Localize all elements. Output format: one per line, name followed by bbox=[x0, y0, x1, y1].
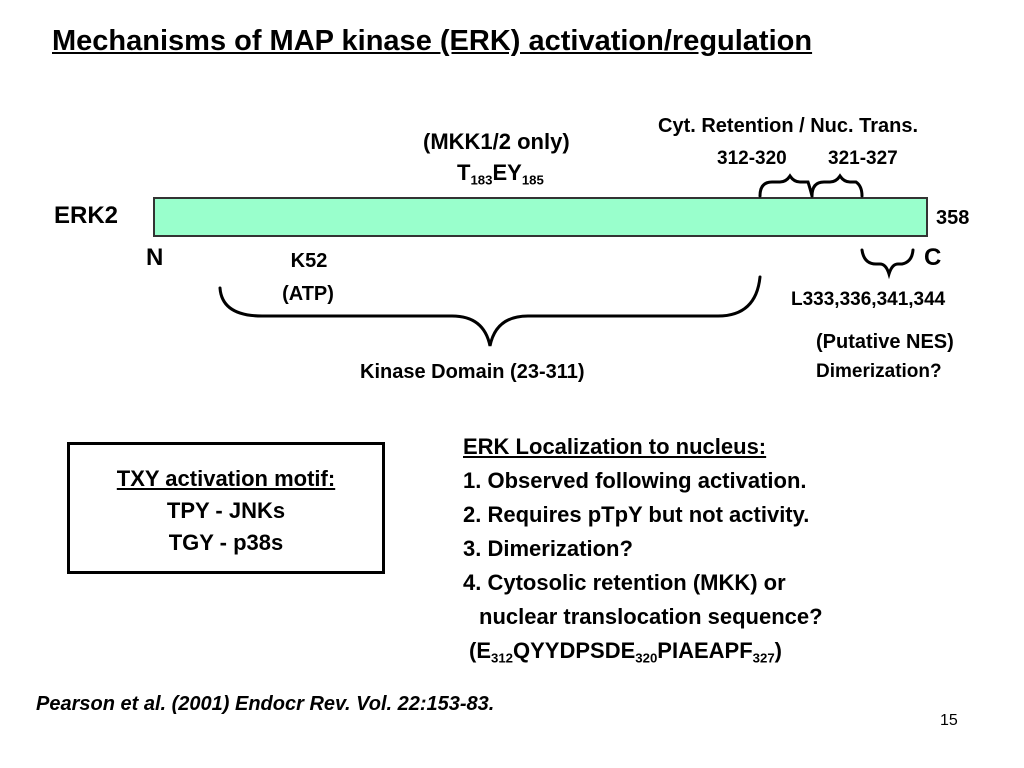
range-321-327-label: 321-327 bbox=[828, 148, 898, 169]
atp-label: (ATP) bbox=[282, 283, 334, 305]
seq-end: PIAEAPF bbox=[657, 638, 753, 663]
citation: Pearson et al. (2001) Endocr Rev. Vol. 2… bbox=[36, 693, 495, 715]
seq-sub-320: 320 bbox=[635, 650, 658, 666]
localization-item-1: 1. Observed following activation. bbox=[463, 468, 807, 493]
range-312-320-brace bbox=[758, 173, 814, 198]
range-312-320-label: 312-320 bbox=[717, 148, 787, 169]
c-terminus-label: C bbox=[924, 244, 942, 271]
localization-heading: ERK Localization to nucleus: bbox=[463, 434, 767, 459]
txy-box-heading: TXY activation motif: bbox=[116, 466, 336, 491]
txy-box-line-p38: TGY - p38s bbox=[168, 530, 284, 555]
erk2-protein-bar bbox=[153, 197, 928, 237]
localization-list: ERK Localization to nucleus: 1. Observed… bbox=[463, 430, 823, 668]
localization-item-3: 3. Dimerization? bbox=[463, 536, 633, 561]
seq-sub-327: 327 bbox=[752, 650, 775, 666]
putative-nes-label: (Putative NES) bbox=[816, 331, 954, 353]
t183ey185-motif: T183EY185 bbox=[457, 160, 544, 188]
page-number: 15 bbox=[940, 712, 958, 729]
cyt-retention-label: Cyt. Retention / Nuc. Trans. bbox=[658, 115, 919, 137]
txy-box-line-jnk: TPY - JNKs bbox=[166, 498, 286, 523]
k52-label: K52 bbox=[290, 250, 328, 272]
protein-name-label: ERK2 bbox=[54, 202, 119, 229]
seq-mid: QYYDPSDE bbox=[513, 638, 636, 663]
motif-t: T bbox=[457, 160, 471, 185]
protein-length-label: 358 bbox=[936, 207, 970, 229]
slide-title: Mechanisms of MAP kinase (ERK) activatio… bbox=[52, 25, 813, 57]
range-321-327-brace bbox=[810, 173, 864, 198]
localization-item-4b: nuclear translocation sequence? bbox=[479, 604, 823, 629]
motif-ey: EY bbox=[492, 160, 522, 185]
localization-sequence: (E312QYYDPSDE320PIAEAPF327) bbox=[463, 634, 823, 668]
seq-open: (E bbox=[469, 638, 491, 663]
kinase-domain-brace bbox=[218, 275, 762, 347]
localization-item-4a: 4. Cytosolic retention (MKK) or bbox=[463, 570, 786, 595]
motif-y-sub: 185 bbox=[521, 172, 544, 188]
kinase-domain-label: Kinase Domain (23-311) bbox=[360, 361, 585, 383]
dimerization-label: Dimerization? bbox=[816, 361, 942, 382]
localization-item-2: 2. Requires pTpY but not activity. bbox=[463, 502, 810, 527]
nes-brace bbox=[860, 248, 915, 280]
nes-residues-label: L333,336,341,344 bbox=[791, 289, 946, 310]
mkk-note: (MKK1/2 only) bbox=[423, 129, 570, 154]
seq-close: ) bbox=[774, 638, 782, 663]
n-terminus-label: N bbox=[146, 244, 164, 271]
txy-motif-box: TXY activation motif: TPY - JNKs TGY - p… bbox=[67, 442, 385, 574]
seq-sub-312: 312 bbox=[491, 650, 514, 666]
motif-t-sub: 183 bbox=[470, 172, 493, 188]
